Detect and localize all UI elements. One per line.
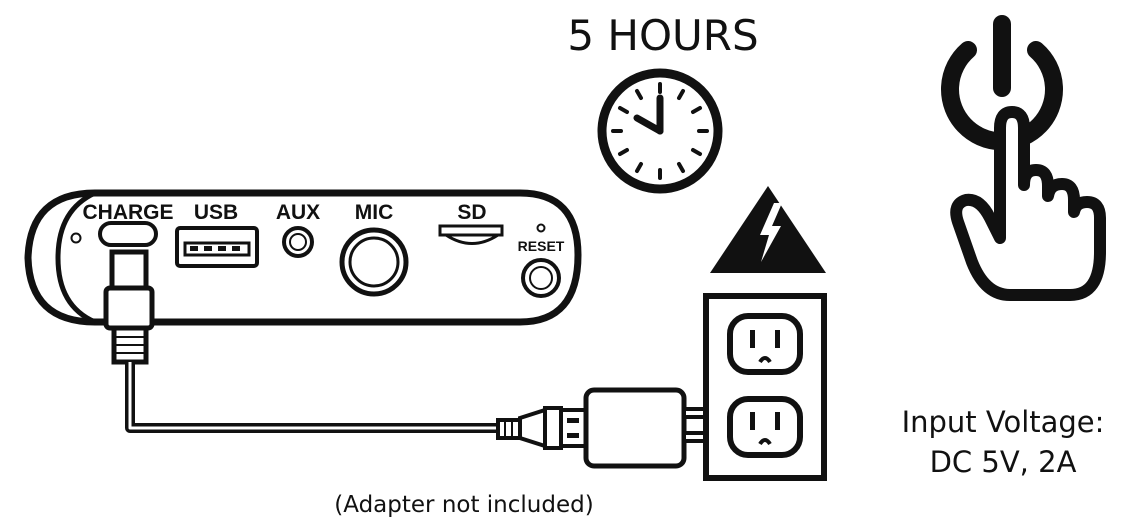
usb-c-plug-icon — [103, 249, 155, 365]
power-press-icon — [941, 15, 1106, 301]
usb-port-label: USB — [194, 201, 238, 224]
clock-icon — [597, 68, 723, 194]
charging-cable — [125, 362, 520, 433]
sd-slot-icon — [438, 224, 504, 245]
usb-port-icon — [175, 226, 259, 268]
high-voltage-warning-icon — [710, 186, 826, 273]
adapter-note: (Adapter not included) — [334, 492, 593, 518]
led-indicator-icon — [70, 232, 82, 244]
aux-jack-icon — [282, 226, 314, 258]
charge-time-label: 5 HOURS — [567, 11, 758, 60]
aux-port-label: AUX — [276, 201, 320, 224]
wall-outlet-icon — [703, 293, 827, 481]
sd-slot-label: SD — [457, 201, 486, 224]
input-voltage-label: Input Voltage: — [902, 405, 1105, 439]
charge-port-label: CHARGE — [82, 201, 173, 224]
reset-button-label: RESET — [518, 238, 565, 254]
mic-jack-icon — [339, 227, 409, 297]
input-voltage-value: DC 5V, 2A — [930, 445, 1077, 479]
charge-port-icon — [98, 221, 158, 247]
device-side-curve — [55, 190, 97, 325]
speaker-device: CHARGE USB AUX MIC SD RESET — [24, 189, 582, 326]
reset-button-icon — [521, 258, 561, 298]
usb-wall-adapter-icon — [496, 387, 716, 469]
reset-pinhole-icon — [536, 223, 546, 233]
mic-port-label: MIC — [355, 201, 394, 224]
